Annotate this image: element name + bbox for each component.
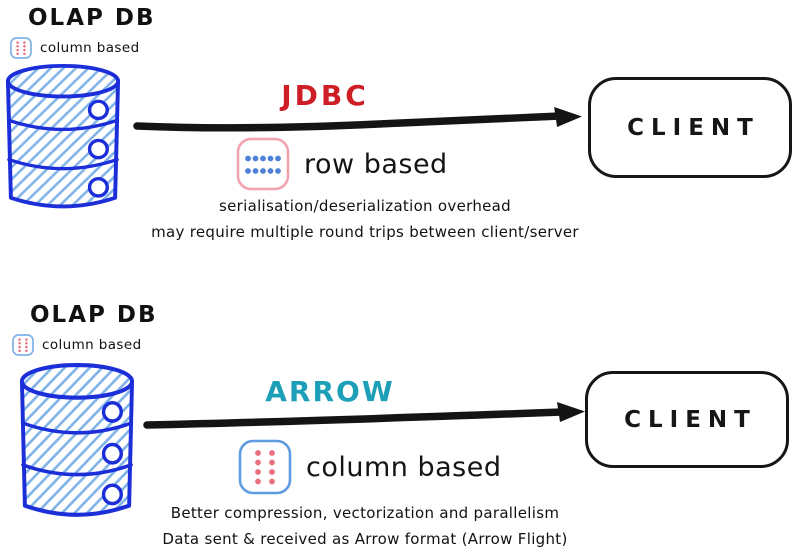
note-line: Better compression, vectorization and pa… <box>170 504 560 522</box>
db-tag-top: column based <box>10 37 140 59</box>
db-tag-bottom: column based <box>12 334 142 356</box>
client-label-top: CLIENT <box>627 114 760 141</box>
column-grid-icon <box>238 439 292 495</box>
column-grid-icon <box>12 334 34 356</box>
note-line: may require multiple round trips between… <box>151 223 579 241</box>
right-arrow-icon-top <box>130 107 582 133</box>
client-box-bottom: CLIENT <box>585 371 789 468</box>
db-tag-label-top: column based <box>40 40 140 56</box>
notes-top: serialisation/deserialization overhead m… <box>65 193 665 245</box>
arrow-format-label: ARROW <box>265 375 395 408</box>
notes-bottom: Better compression, vectorization and pa… <box>60 500 670 552</box>
olap-db-title-bottom: OLAP DB <box>30 302 158 328</box>
format-label-bottom: column based <box>306 451 502 483</box>
db-tag-label-bottom: column based <box>42 337 142 353</box>
note-line: Data sent & received as Arrow format (Ar… <box>162 530 568 548</box>
database-cylinder-icon-top <box>4 63 122 216</box>
olap-db-title-top: OLAP DB <box>28 5 156 31</box>
format-label-top: row based <box>304 148 448 180</box>
note-line: serialisation/deserialization overhead <box>219 197 511 215</box>
row-grid-icon <box>236 137 290 191</box>
database-cylinder-icon-bottom <box>18 362 136 525</box>
column-grid-icon <box>10 37 32 59</box>
format-row-top: row based <box>236 137 448 191</box>
client-label-bottom: CLIENT <box>624 406 757 433</box>
client-box-top: CLIENT <box>588 77 792 178</box>
jdbc-label: JDBC <box>281 79 369 112</box>
format-row-bottom: column based <box>238 439 501 495</box>
right-arrow-icon-bottom <box>140 399 585 431</box>
